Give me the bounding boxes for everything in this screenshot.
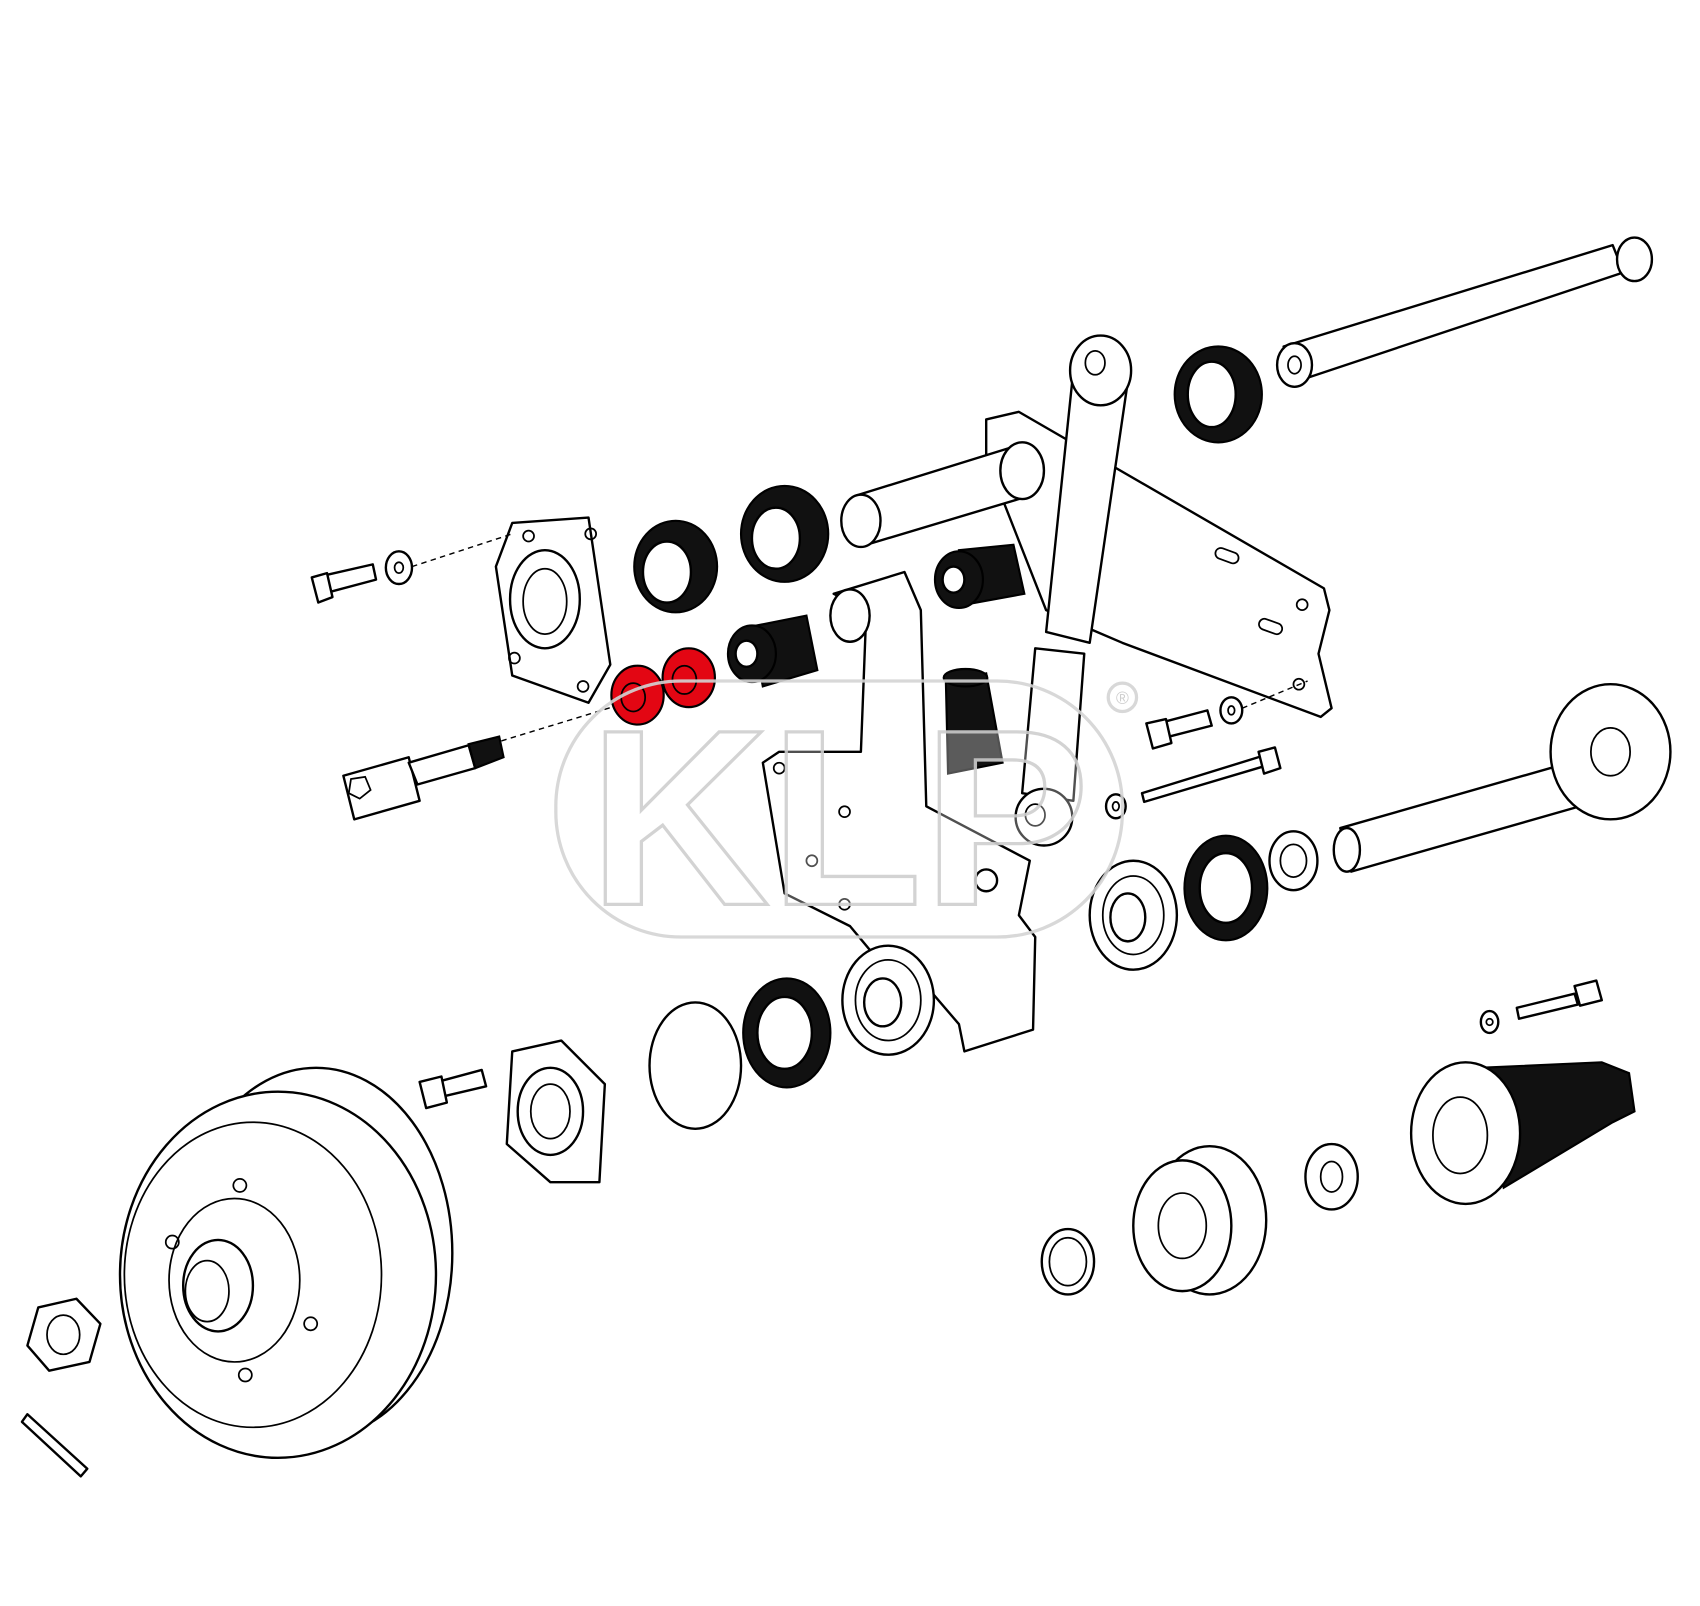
- highlighted-washer-1: [610, 664, 665, 726]
- dished-washer: [1304, 1142, 1359, 1211]
- axle-shaft: [1275, 236, 1654, 388]
- logo-text: KLP: [589, 678, 1090, 958]
- spacer-ring: [1268, 830, 1319, 892]
- bushing-tabbed: [739, 484, 830, 583]
- cotter-pin: [20, 1413, 89, 1478]
- hex-bolt-lower: [418, 1068, 488, 1110]
- pivot-tube: [840, 441, 1046, 549]
- ball-bearing-right: [1088, 859, 1179, 971]
- trailing-arm: [761, 570, 1037, 1053]
- shock-absorber: [1014, 334, 1133, 847]
- dust-boot-ring-top: [1173, 345, 1263, 444]
- cv-bolt: [1515, 979, 1603, 1020]
- o-ring: [648, 1001, 743, 1130]
- bearing-housing-flange: [494, 516, 612, 704]
- registered-mark: ®: [1116, 688, 1129, 708]
- long-bolt: [1140, 746, 1282, 804]
- cv-washer: [1479, 1009, 1500, 1035]
- oil-seal-left: [742, 977, 832, 1089]
- rubber-bushing-right: [933, 543, 1026, 610]
- cv-joint: [1132, 1145, 1268, 1296]
- washer-upper: [384, 550, 414, 586]
- rubber-bushing-left: [726, 614, 819, 688]
- pivot-bolt: [342, 735, 505, 821]
- klp-watermark-logo: KLP ®: [554, 677, 1139, 960]
- circlip: [1040, 1227, 1096, 1296]
- ball-bearing-left: [841, 944, 936, 1056]
- brake-drum: [118, 1066, 454, 1460]
- bearing-cover-flange: [505, 1039, 607, 1184]
- oil-seal-right: [1183, 834, 1269, 942]
- bushing-outer: [633, 519, 719, 614]
- hex-bolt-upper: [310, 563, 378, 604]
- stub-axle: [1332, 683, 1672, 873]
- hex-bolt-right: [1145, 709, 1213, 750]
- washer-right: [1219, 696, 1244, 725]
- cv-boot-flange: [1409, 1061, 1636, 1206]
- castle-nut: [26, 1297, 102, 1372]
